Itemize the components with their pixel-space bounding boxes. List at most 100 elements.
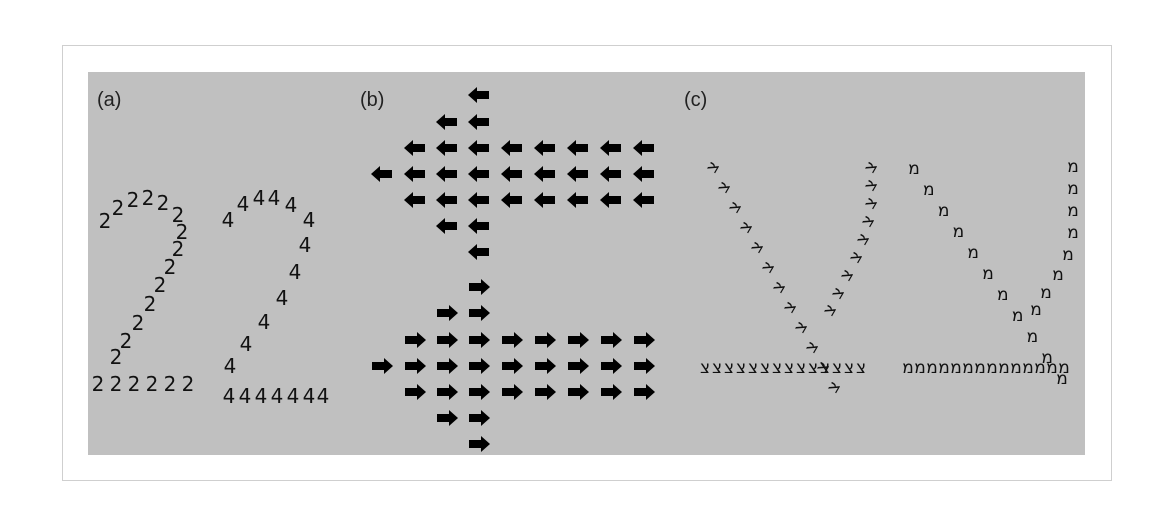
letter-tsadi: צ bbox=[860, 194, 882, 213]
letter-mem: מ bbox=[926, 358, 938, 378]
digit-two: 2 bbox=[92, 372, 105, 396]
left-arrow-icon bbox=[567, 166, 588, 182]
left-arrow-icon bbox=[633, 166, 654, 182]
right-arrow-icon bbox=[437, 358, 458, 374]
right-arrow-icon bbox=[634, 358, 655, 374]
digit-four: 4 bbox=[239, 384, 252, 408]
left-arrow-icon bbox=[501, 166, 522, 182]
letter-mem: מ bbox=[982, 264, 994, 284]
digit-four: 4 bbox=[223, 384, 236, 408]
letter-mem: מ bbox=[997, 285, 1009, 305]
letter-mem: מ bbox=[1067, 201, 1079, 221]
digit-two: 2 bbox=[172, 203, 185, 227]
letter-tsadi: צ bbox=[748, 358, 758, 378]
letter-mem: מ bbox=[1067, 223, 1079, 243]
digit-two: 2 bbox=[172, 237, 185, 261]
digit-four: 4 bbox=[240, 332, 253, 356]
right-arrow-icon bbox=[469, 305, 490, 321]
letter-tsadi: צ bbox=[801, 338, 823, 357]
digit-four: 4 bbox=[237, 192, 250, 216]
left-arrow-icon bbox=[436, 114, 457, 130]
right-arrow-icon bbox=[568, 384, 589, 400]
letter-tsadi: צ bbox=[768, 278, 790, 297]
right-arrow-icon bbox=[405, 332, 426, 348]
right-arrow-icon bbox=[634, 332, 655, 348]
right-arrow-icon bbox=[601, 358, 622, 374]
letter-mem: מ bbox=[908, 159, 920, 179]
letter-tsadi: צ bbox=[772, 358, 782, 378]
letter-tsadi: צ bbox=[836, 266, 858, 285]
letter-mem: מ bbox=[1067, 179, 1079, 199]
letter-tsadi: צ bbox=[724, 358, 734, 378]
letter-tsadi: צ bbox=[736, 358, 746, 378]
left-arrow-icon bbox=[371, 166, 392, 182]
letter-mem: מ bbox=[1046, 358, 1058, 378]
left-arrow-icon bbox=[501, 140, 522, 156]
letter-tsadi: צ bbox=[796, 358, 806, 378]
digit-four: 4 bbox=[255, 384, 268, 408]
left-arrow-icon bbox=[534, 140, 555, 156]
digit-two: 2 bbox=[154, 273, 167, 297]
right-arrow-icon bbox=[437, 305, 458, 321]
letter-tsadi: צ bbox=[845, 248, 867, 267]
panel-b-arrows bbox=[371, 87, 655, 452]
digit-four: 4 bbox=[268, 186, 281, 210]
left-arrow-icon bbox=[468, 218, 489, 234]
left-arrow-icon bbox=[633, 140, 654, 156]
left-arrow-icon bbox=[404, 140, 425, 156]
letter-mem: מ bbox=[986, 358, 998, 378]
digit-four: 4 bbox=[253, 186, 266, 210]
digit-two: 2 bbox=[164, 372, 177, 396]
left-arrow-icon bbox=[436, 192, 457, 208]
right-arrow-icon bbox=[502, 332, 523, 348]
letter-mem: מ bbox=[938, 201, 950, 221]
letter-tsadi: צ bbox=[790, 318, 812, 337]
digit-four: 4 bbox=[317, 384, 330, 408]
right-arrow-icon bbox=[405, 358, 426, 374]
right-arrow-icon bbox=[601, 384, 622, 400]
letter-mem: מ bbox=[1041, 348, 1053, 368]
letter-mem: מ bbox=[1056, 369, 1068, 389]
letter-tsadi: צ bbox=[702, 158, 724, 177]
letter-mem: מ bbox=[998, 358, 1010, 378]
digit-four: 4 bbox=[222, 208, 235, 232]
letter-tsadi: צ bbox=[823, 378, 845, 397]
letter-tsadi: צ bbox=[844, 358, 854, 378]
letter-mem: מ bbox=[1010, 358, 1022, 378]
digit-four: 4 bbox=[258, 310, 271, 334]
digit-four: 4 bbox=[287, 384, 300, 408]
right-arrow-icon bbox=[502, 384, 523, 400]
left-arrow-icon bbox=[468, 114, 489, 130]
left-arrow-icon bbox=[501, 192, 522, 208]
letter-tsadi: צ bbox=[860, 158, 882, 177]
digit-four: 4 bbox=[289, 260, 302, 284]
right-arrow-icon bbox=[568, 358, 589, 374]
digit-two: 2 bbox=[182, 372, 195, 396]
left-arrow-icon bbox=[633, 192, 654, 208]
letter-tsadi: צ bbox=[860, 176, 882, 195]
letter-tsadi: צ bbox=[746, 238, 768, 257]
digit-four: 4 bbox=[285, 193, 298, 217]
right-arrow-icon bbox=[634, 384, 655, 400]
digit-two: 2 bbox=[112, 196, 125, 220]
panel-label-a: (a) bbox=[97, 89, 122, 111]
letter-mem: מ bbox=[1030, 300, 1042, 320]
right-arrow-icon bbox=[502, 358, 523, 374]
digit-two: 2 bbox=[99, 209, 112, 233]
letter-mem: מ bbox=[1040, 283, 1052, 303]
letter-mem: מ bbox=[1052, 265, 1064, 285]
letter-tsadi: צ bbox=[735, 218, 757, 237]
panel-label-b: (b) bbox=[360, 89, 385, 111]
right-arrow-icon bbox=[405, 384, 426, 400]
left-arrow-icon bbox=[468, 192, 489, 208]
letter-mem: מ bbox=[1022, 358, 1034, 378]
letter-mem: מ bbox=[914, 358, 926, 378]
letter-mem: מ bbox=[923, 180, 935, 200]
left-arrow-icon bbox=[436, 218, 457, 234]
letter-mem: מ bbox=[962, 358, 974, 378]
letter-tsadi: צ bbox=[724, 198, 746, 217]
right-arrow-icon bbox=[469, 279, 490, 295]
